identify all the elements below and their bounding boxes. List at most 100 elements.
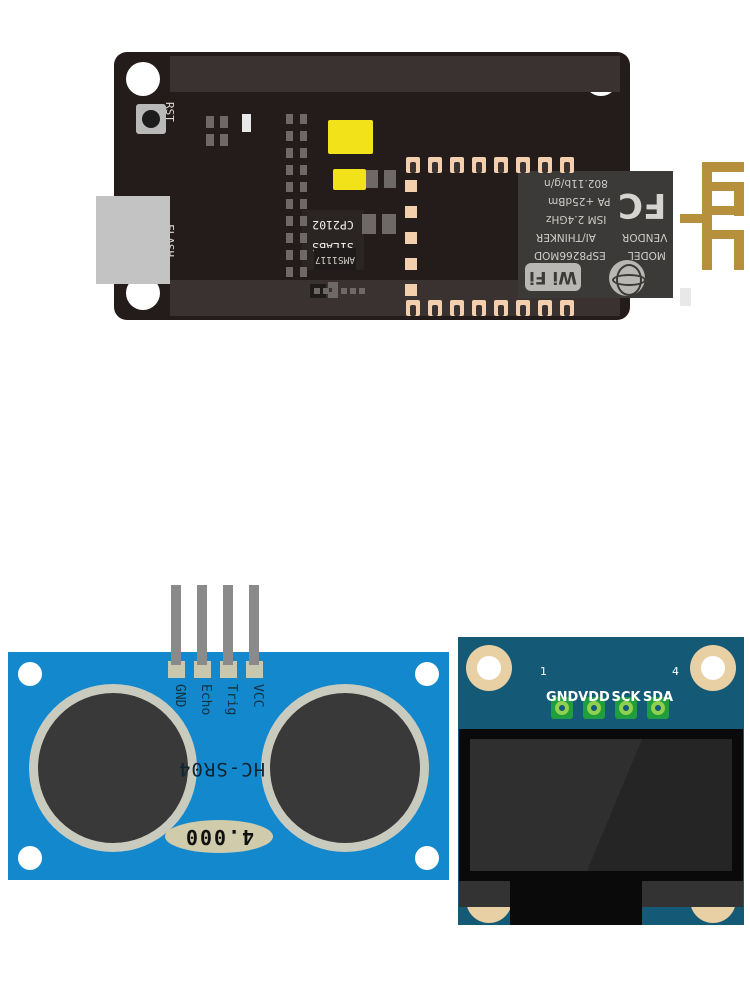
oled-ribbon-connector — [510, 881, 642, 925]
yellow-capacitor-small — [333, 169, 366, 190]
oled-pin-number-last: 4 — [672, 665, 679, 678]
sensor-pin-label-gnd: GND — [172, 684, 187, 708]
oled-pad-sck[interactable] — [615, 697, 637, 719]
sensor-pin-leg — [249, 585, 259, 665]
board-passive — [362, 214, 376, 234]
reset-button[interactable] — [136, 104, 166, 134]
sensor-pad-gnd[interactable] — [168, 661, 185, 678]
module-spec-ism: ISM 2.4GHz — [546, 213, 607, 225]
sensor-mount-hole — [18, 846, 42, 870]
module-pad-top — [560, 157, 574, 173]
pcb-antenna — [680, 162, 744, 280]
module-pad-top — [472, 157, 486, 173]
board-passive — [680, 288, 691, 306]
board-passive — [206, 134, 214, 146]
yellow-capacitor-large — [328, 120, 373, 154]
antenna-trace — [712, 182, 744, 191]
board-passive — [286, 131, 293, 141]
sensor-pin-leg — [223, 585, 233, 665]
module-vendor-key: VENDOR — [622, 231, 668, 243]
sensor-pin-leg — [197, 585, 207, 665]
antenna-trace — [702, 162, 744, 172]
antenna-trace — [734, 230, 744, 270]
board-passive — [328, 292, 338, 298]
antenna-trace — [712, 230, 744, 239]
nodemcu-esp8266-board[interactable]: RST FLASH CP2102 SILABS AMS1117 802.11b/… — [96, 52, 744, 320]
module-pad-bottom — [472, 300, 486, 316]
board-passive — [300, 250, 307, 260]
module-side-pad — [405, 258, 417, 270]
board-passive — [350, 288, 356, 294]
sensor-pin-label-echo: Echo — [198, 684, 213, 716]
fcc-logo: FC — [618, 185, 667, 225]
oled-pin-label-sck: SCK — [611, 690, 641, 705]
module-pad-bottom — [450, 300, 464, 316]
board-passive — [300, 267, 307, 277]
module-pad-top — [494, 157, 508, 173]
ams1117-regulator: AMS1117 — [314, 248, 356, 270]
antenna-trace — [734, 182, 744, 216]
board-passive — [286, 250, 293, 260]
board-passive — [300, 114, 307, 124]
module-pad-top — [450, 157, 464, 173]
sensor-part-name: HC-SR04 — [178, 758, 266, 780]
module-pad-bottom — [494, 300, 508, 316]
board-passive — [314, 288, 320, 294]
sensor-mount-hole — [415, 662, 439, 686]
sensor-pin-label-vcc: VCC — [250, 684, 265, 708]
board-passive — [286, 216, 293, 226]
antenna-trace — [702, 162, 712, 270]
sensor-mount-hole — [415, 846, 439, 870]
board-passive — [286, 233, 293, 243]
board-passive — [366, 170, 378, 188]
module-pad-top — [516, 157, 530, 173]
board-passive — [300, 148, 307, 158]
antenna-trace — [680, 214, 704, 223]
sensor-pad-vcc[interactable] — [246, 661, 263, 678]
cp2102-line2: CP2102 — [312, 218, 354, 232]
sensor-marking-text: 4.000 — [183, 825, 255, 849]
board-passive — [286, 199, 293, 209]
board-passive — [286, 182, 293, 192]
wifi-badge-label: Wi Fi — [529, 267, 577, 287]
board-passive — [323, 288, 329, 294]
module-model-value: ESP8266MOD — [534, 249, 606, 261]
board-passive — [286, 165, 293, 175]
board-passive — [242, 114, 251, 132]
sensor-pin-leg — [171, 585, 181, 665]
module-vendor-value: AI/THINKER — [536, 231, 596, 243]
sensor-marking-oval: 4.000 — [165, 820, 273, 853]
wifi-badge-icon: Wi Fi — [525, 263, 581, 291]
module-pad-bottom — [560, 300, 574, 316]
module-pad-bottom — [516, 300, 530, 316]
globe-icon — [609, 260, 646, 296]
module-side-pad — [405, 232, 417, 244]
usb-connector[interactable] — [96, 196, 170, 284]
sensor-pad-trig[interactable] — [220, 661, 237, 678]
reset-button-label: RST — [163, 102, 176, 122]
ultrasonic-transducer-left — [29, 684, 197, 852]
board-passive — [300, 199, 307, 209]
board-passive — [384, 170, 396, 188]
board-passive — [300, 216, 307, 226]
module-pad-top — [428, 157, 442, 173]
module-pad-bottom — [428, 300, 442, 316]
board-passive — [286, 148, 293, 158]
ultrasonic-transducer-right — [261, 684, 429, 852]
oled-pin-label-sda: SDA — [642, 690, 674, 705]
oled-pin-label-vdd: VDD — [578, 690, 610, 705]
board-passive — [300, 233, 307, 243]
oled-pad-gnd[interactable] — [551, 697, 573, 719]
board-passive — [359, 288, 365, 294]
oled-pad-vdd[interactable] — [583, 697, 605, 719]
oled-pad-sda[interactable] — [647, 697, 669, 719]
board-passive — [341, 288, 347, 294]
module-pad-bottom — [406, 300, 420, 316]
board-passive — [382, 214, 396, 234]
oled-pin-label-gnd: GND — [546, 690, 579, 705]
oled-pin-number-first: 1 — [540, 665, 547, 678]
sensor-pad-echo[interactable] — [194, 661, 211, 678]
board-mount-hole — [126, 62, 160, 96]
module-model-key: MODEL — [628, 249, 666, 261]
